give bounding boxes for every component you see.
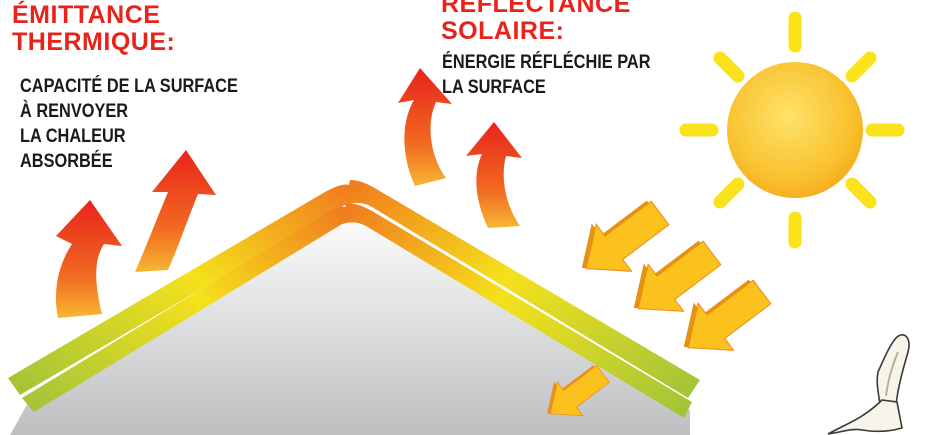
emittance-heading: ÉMITTANCE THERMIQUE: bbox=[12, 2, 175, 56]
emittance-description: CAPACITÉ DE LA SURFACE À RENVOYER LA CHA… bbox=[20, 74, 238, 174]
emittance-description-line: À RENVOYER bbox=[20, 101, 129, 122]
heat-arrows bbox=[55, 68, 522, 318]
reflectance-heading: RÉFLECTANCE SOLAIRE: bbox=[441, 0, 631, 45]
sun-rays bbox=[679, 11, 905, 249]
sun-disc bbox=[727, 62, 863, 198]
emittance-description-line: CAPACITÉ DE LA SURFACE bbox=[20, 76, 238, 97]
roof-outer-band-left bbox=[8, 184, 355, 395]
roof-body bbox=[10, 206, 690, 435]
roof-inner-band-right bbox=[342, 203, 692, 418]
reflectance-heading-line: SOLAIRE: bbox=[441, 17, 565, 45]
reflectance-heading-line: RÉFLECTANCE bbox=[441, 0, 631, 18]
emittance-description-line: ABSORBÉE bbox=[20, 151, 113, 172]
heat-arrow-icon bbox=[55, 200, 122, 318]
heat-arrow-icon bbox=[135, 150, 216, 272]
emittance-heading-line: ÉMITTANCE bbox=[12, 1, 161, 29]
heat-arrow-icon bbox=[398, 68, 452, 186]
sun-icon bbox=[679, 11, 905, 249]
reflectance-description-line: ÉNERGIE RÉFLÉCHIE PAR bbox=[442, 52, 651, 73]
roof-outer-band-right bbox=[345, 180, 700, 398]
reflectance-description-line: LA SURFACE bbox=[442, 77, 546, 98]
reflectance-description: ÉNERGIE RÉFLÉCHIE PAR LA SURFACE bbox=[442, 50, 651, 100]
heat-arrow-icon bbox=[466, 122, 522, 228]
emittance-heading-line: THERMIQUE: bbox=[12, 28, 176, 56]
paint-brush-icon bbox=[827, 334, 910, 435]
roof bbox=[8, 180, 700, 435]
roof-inner-band-left bbox=[22, 206, 350, 412]
emittance-description-line: LA CHALEUR bbox=[20, 126, 126, 147]
